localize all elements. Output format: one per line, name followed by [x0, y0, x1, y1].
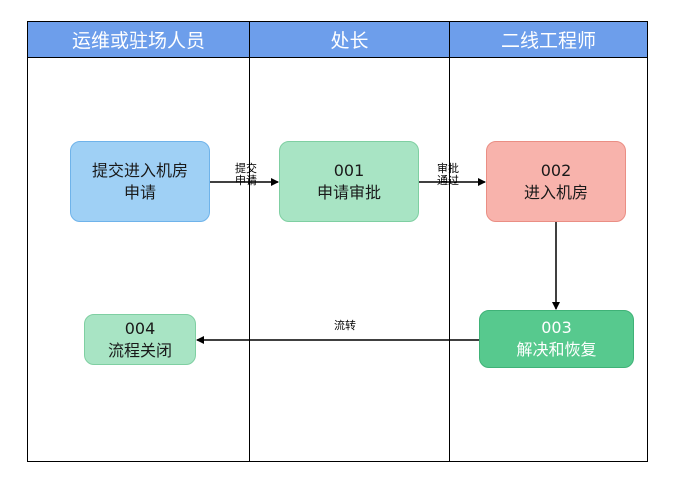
edge-label-submit-line2: 申请 — [235, 174, 257, 187]
node-001: 001 申请审批 — [279, 141, 419, 222]
lane-divider-1 — [249, 21, 250, 462]
node-004: 004 流程关闭 — [84, 314, 196, 365]
node-004-code: 004 — [124, 318, 156, 338]
edge-label-approve-line2: 通过 — [437, 174, 459, 187]
node-001-code: 001 — [333, 160, 365, 180]
edge-label-approve-line1: 审批 — [437, 162, 459, 175]
edge-label-approve: 审批 通过 — [428, 163, 468, 187]
node-003-label: 解决和恢复 — [516, 340, 597, 359]
node-001-label: 申请审批 — [316, 182, 381, 202]
lane-divider-2 — [449, 21, 450, 462]
node-002-code: 002 — [540, 160, 572, 180]
node-submit-line2: 申请 — [123, 182, 156, 202]
edge-label-submit-line1: 提交 — [235, 162, 257, 175]
node-002-label: 进入机房 — [523, 182, 588, 202]
node-submit-request: 提交进入机房 申请 — [70, 141, 210, 222]
edge-label-submit: 提交 申请 — [226, 163, 266, 187]
edge-label-transfer: 流转 — [334, 319, 356, 332]
node-003-code: 003 — [541, 318, 572, 337]
node-submit-line1: 提交进入机房 — [91, 160, 188, 180]
node-003: 003 解决和恢复 — [479, 310, 634, 368]
node-004-label: 流程关闭 — [107, 340, 172, 360]
node-002: 002 进入机房 — [486, 141, 626, 222]
lane-header-director: 处长 — [249, 21, 450, 58]
lane-header-staff: 运维或驻场人员 — [27, 21, 250, 58]
